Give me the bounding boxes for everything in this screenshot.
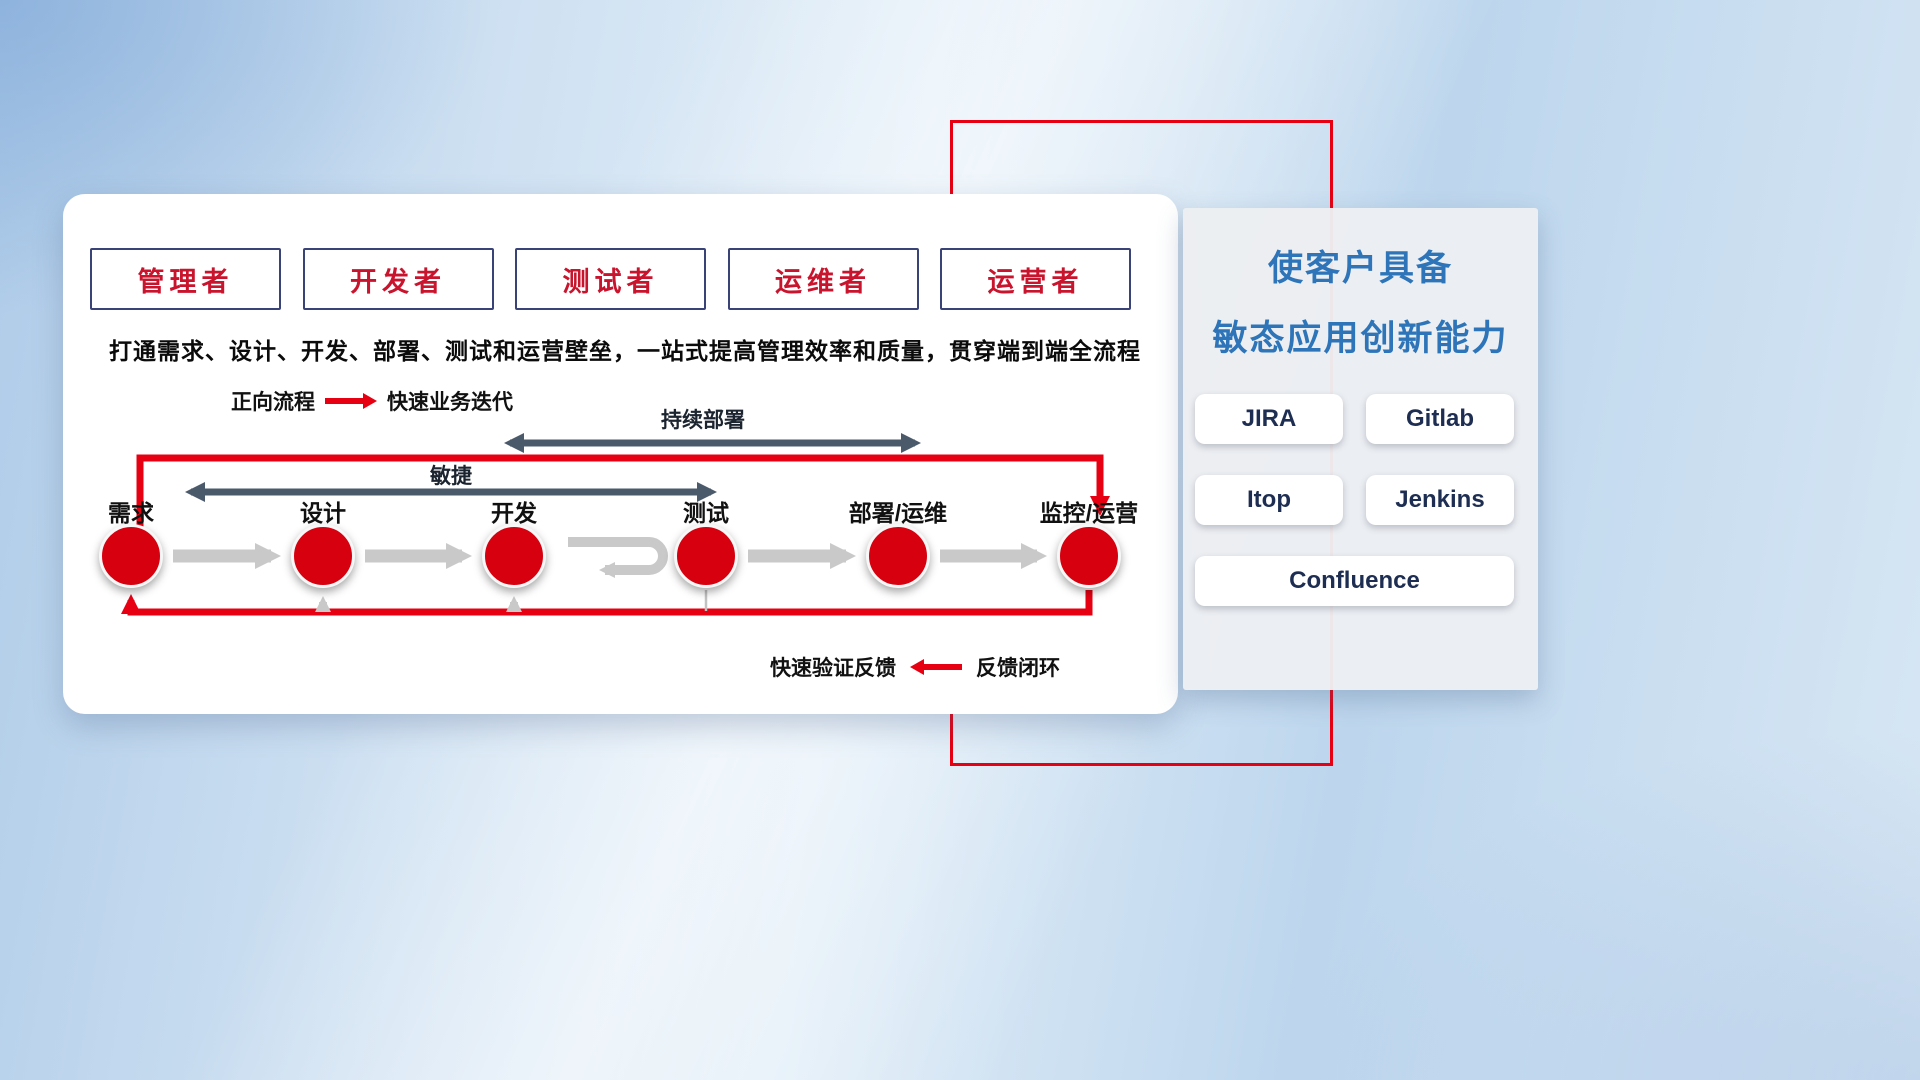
flow-arrows-svg [121, 433, 1110, 616]
tool-chip-jenkins: Jenkins [1366, 475, 1514, 525]
feedback-arrow-icon [910, 659, 962, 675]
agile-label: 敏捷 [430, 465, 472, 488]
tool-chip-gitlab: Gitlab [1366, 394, 1514, 444]
feedback-desc: 快速验证反馈 [770, 657, 896, 680]
stage-label-development: 开发 [491, 500, 537, 526]
capability-panel: 使客户具备 敏态应用创新能力 JIRA Gitlab Itop Jenkins … [1183, 208, 1538, 690]
card-description: 打通需求、设计、开发、部署、测试和运营壁垒，一站式提高管理效率和质量，贯穿端到端… [109, 338, 1141, 364]
role-box-operator: 运营者 [940, 248, 1131, 310]
stage-label-requirements: 需求 [108, 500, 154, 526]
forward-flow-legend: 正向流程 快速业务迭代 [231, 386, 513, 416]
stage-node-design [291, 524, 355, 588]
feedback-label: 反馈闭环 [976, 657, 1060, 680]
tool-chip-itop: Itop [1195, 475, 1343, 525]
feedback-legend: 快速验证反馈 反馈闭环 [770, 652, 1060, 682]
forward-flow-label: 正向流程 [231, 391, 315, 414]
panel-title-line2: 敏态应用创新能力 [1212, 319, 1509, 358]
role-box-manager: 管理者 [90, 248, 281, 310]
panel-title-line1: 使客户具备 [1267, 249, 1453, 288]
devops-flow-card: 管理者 开发者 测试者 运维者 运营者 打通需求、设计、开发、部署、测试和运营壁… [63, 194, 1178, 714]
stage-node-development [482, 524, 546, 588]
stage-label-design: 设计 [300, 500, 346, 526]
stage-node-monitor-operate [1057, 524, 1121, 588]
stage-label-monitor-operate: 监控/运营 [1039, 500, 1139, 526]
dev-test-iteration-arrow [568, 537, 668, 578]
red-feedback-loop-arrow [121, 590, 1093, 616]
forward-arrow-icon [325, 393, 377, 409]
role-box-developer: 开发者 [302, 248, 494, 310]
continuous-deployment-label: 持续部署 [661, 409, 745, 432]
tool-chip-confluence: Confluence [1195, 556, 1514, 606]
stage-label-testing: 测试 [683, 500, 729, 526]
roles-row: 管理者 开发者 测试者 运维者 运营者 [90, 248, 1131, 310]
role-box-ops: 运维者 [727, 248, 919, 310]
red-forward-loop-arrow [136, 454, 1110, 532]
stage-node-testing [674, 524, 738, 588]
tool-chip-jira: JIRA [1195, 394, 1343, 444]
forward-flow-desc: 快速业务迭代 [387, 391, 513, 414]
stage-node-deploy-ops [866, 524, 930, 588]
stage-node-requirements [99, 524, 163, 588]
role-box-tester: 测试者 [515, 248, 706, 310]
stage-label-deploy-ops: 部署/运维 [848, 500, 948, 526]
